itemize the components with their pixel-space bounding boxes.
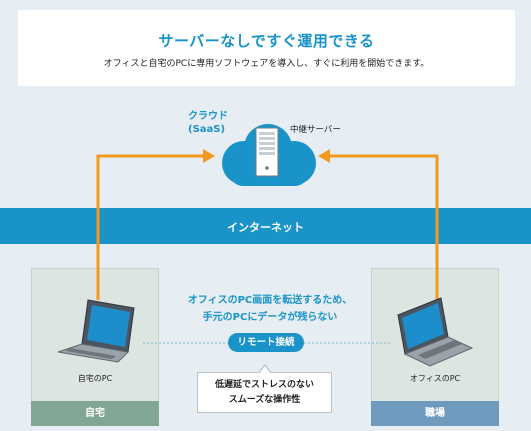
office-location-label: 職場 [371, 401, 499, 426]
office-pc-label: オフィスのPC [409, 374, 461, 383]
callout-tail-inner [259, 366, 271, 374]
page-title: サーバーなしですぐ運用できる [158, 32, 375, 50]
home-upload-arrow [96, 149, 215, 300]
server-icon [255, 127, 279, 177]
callout-line2: スムーズな操作性 [228, 395, 301, 405]
transfer-line1: オフィスのPC画面を転送するため、 [187, 295, 353, 306]
callout-line1: 低遅延でストレスのない [214, 380, 314, 390]
office-panel: オフィスのPC 職場 [371, 268, 499, 426]
cloud-label-line2: (SaaS) [188, 124, 226, 135]
cloud-label: クラウド (SaaS) [188, 110, 268, 136]
internet-label: インターネット [227, 221, 304, 234]
laptop-icon [397, 297, 474, 367]
laptop-icon [57, 299, 135, 363]
page-subtitle: オフィスと自宅のPCに専用ソフトウェアを導入し、すぐに利用を開始できます。 [103, 59, 430, 69]
office-upload-arrow [318, 149, 439, 300]
home-pc-label: 自宅のPC [77, 374, 113, 383]
transfer-line2: 手元のPCにデータが残らない [202, 312, 338, 323]
cloud-label-line1: クラウド [188, 111, 228, 122]
transfer-description: オフィスのPC画面を転送するため、 手元のPCにデータが残らない [150, 292, 390, 326]
home-location-label: 自宅 [31, 401, 159, 426]
latency-callout: 低遅延でストレスのない スムーズな操作性 [197, 372, 332, 413]
header-card: サーバーなしですぐ運用できる オフィスと自宅のPCに専用ソフトウェアを導入し、す… [18, 10, 515, 86]
relay-server-label: 中継サーバー [290, 125, 341, 135]
internet-band: インターネット [0, 208, 531, 244]
remote-connection-badge: リモート接続 [228, 333, 304, 352]
